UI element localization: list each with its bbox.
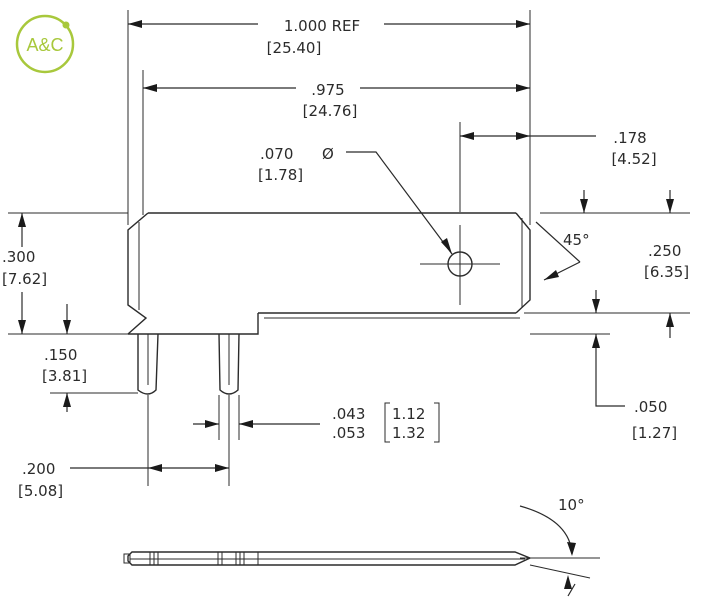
dimension-lines [18, 20, 674, 472]
step-height-mm: [1.27] [632, 424, 677, 442]
hole-offset-mm: [4.52] [611, 150, 656, 168]
mounting-hole [420, 225, 500, 305]
extension-lines [8, 10, 690, 486]
pin-width-max-in: .053 [332, 424, 365, 442]
tip-angle: 10° [558, 496, 585, 514]
body-height-mm: [6.35] [644, 263, 689, 281]
pin-width-brackets [384, 402, 440, 443]
pin-length-in: .150 [44, 346, 77, 364]
overall-length-in: 1.000 REF [284, 17, 360, 35]
overall-length-mm: [25.40] [267, 39, 322, 57]
body-height-in: .250 [648, 242, 681, 260]
overall-height-mm: [7.62] [2, 270, 47, 288]
dimension-labels: 1.000 REF [25.40] .975 [24.76] .178 [4.5… [2, 17, 689, 514]
body-length-in: .975 [311, 81, 344, 99]
company-logo: A&C [15, 14, 75, 74]
hole-diameter-in: .070 [260, 145, 293, 163]
pin-pitch-mm: [5.08] [18, 482, 63, 500]
chamfer-angle: 45° [563, 231, 590, 249]
pin-width-min-mm: 1.12 [392, 405, 425, 423]
hole-offset-in: .178 [613, 129, 646, 147]
terminal-front-view [127, 212, 531, 395]
pin-width-max-mm: 1.32 [392, 424, 425, 442]
pin-pitch-in: .200 [22, 460, 55, 478]
step-height-in: .050 [634, 398, 667, 416]
pin-width-min-in: .043 [332, 405, 365, 423]
hole-diameter-mm: [1.78] [258, 166, 303, 184]
overall-height-in: .300 [2, 248, 35, 266]
pin-length-mm: [3.81] [42, 367, 87, 385]
logo-text: A&C [26, 35, 63, 55]
diameter-symbol: Ø [322, 145, 334, 163]
terminal-side-view [123, 505, 600, 597]
body-length-mm: [24.76] [303, 102, 358, 120]
